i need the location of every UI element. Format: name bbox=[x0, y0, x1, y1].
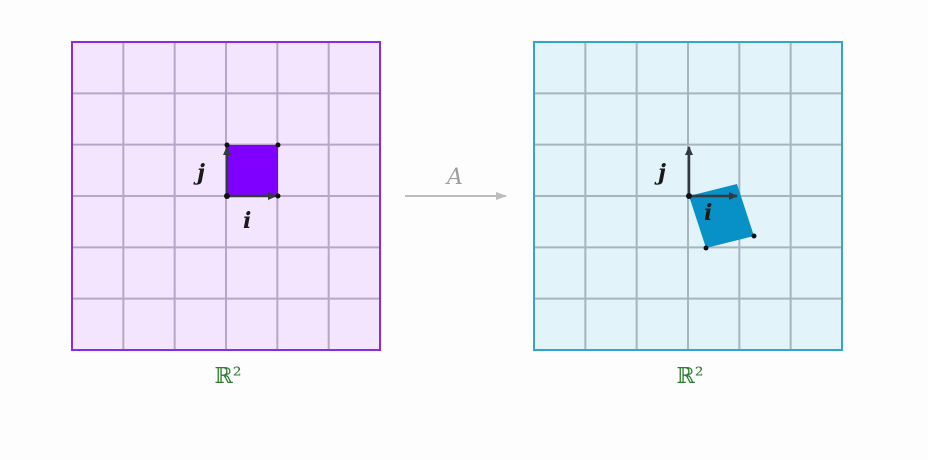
right-space-label: ℝ² bbox=[676, 364, 703, 389]
right-transformed-square bbox=[689, 184, 754, 248]
right-basis-i-label: i bbox=[704, 200, 712, 226]
left-plane: j i ℝ² bbox=[71, 41, 381, 389]
right-plane-border bbox=[533, 41, 843, 351]
left-j-point bbox=[224, 142, 230, 148]
linear-map-arrow-group: A bbox=[405, 165, 507, 200]
left-space-label: ℝ² bbox=[214, 364, 241, 389]
left-basis-i-label: i bbox=[243, 208, 251, 234]
right-image-i-point bbox=[703, 245, 709, 251]
right-plane: j i ℝ² bbox=[533, 41, 843, 389]
linear-map-label: A bbox=[445, 165, 463, 190]
right-origin-point bbox=[686, 193, 692, 199]
left-plane-border bbox=[71, 41, 381, 351]
left-unit-square bbox=[227, 145, 278, 196]
left-origin-point bbox=[224, 193, 230, 199]
right-corner-point bbox=[751, 233, 757, 239]
left-corner-point bbox=[275, 142, 281, 148]
left-i-point bbox=[275, 193, 281, 199]
